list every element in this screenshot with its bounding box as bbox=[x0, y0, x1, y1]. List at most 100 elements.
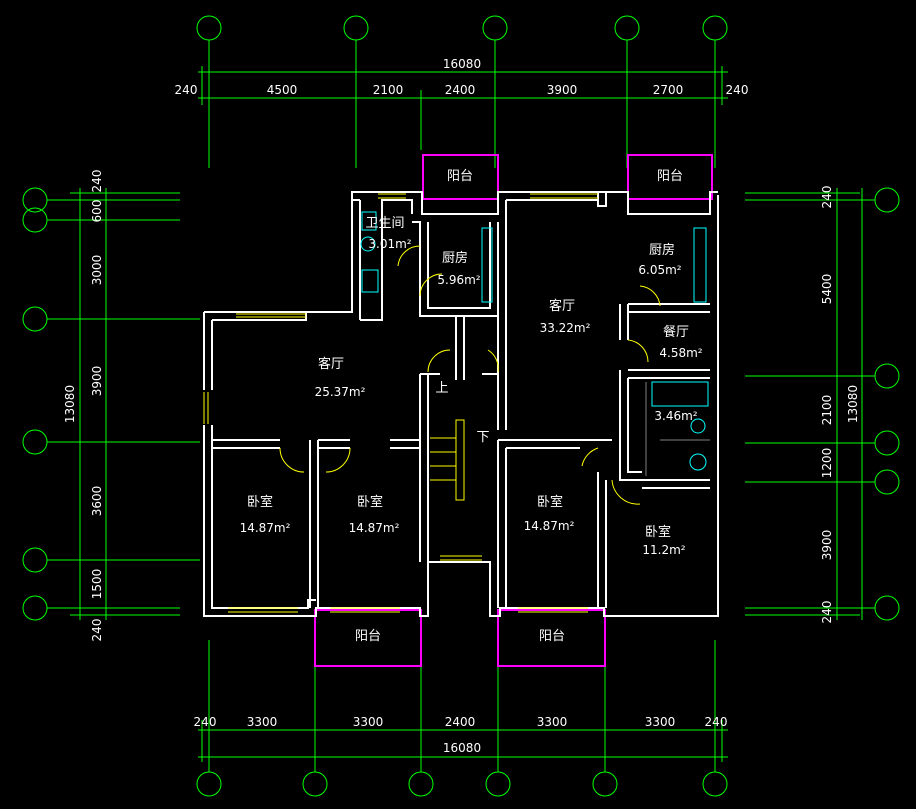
area-kitchen-left: 5.96m² bbox=[437, 273, 480, 287]
balcony-bottom-left bbox=[314, 609, 422, 667]
area-bedroom-2: 14.87m² bbox=[349, 521, 400, 535]
door-arc-bedroom-2 bbox=[325, 447, 351, 473]
dim-left-4: 3900 bbox=[90, 366, 104, 397]
dim-bottom-1: 240 bbox=[194, 715, 217, 729]
label-balcony-top-right: 阳台 bbox=[657, 169, 683, 184]
axis-bubble-left-6 bbox=[22, 595, 48, 621]
axis-bubble-left-4 bbox=[22, 429, 48, 455]
label-bedroom-3: 卧室 bbox=[537, 494, 563, 510]
area-bedroom-3: 14.87m² bbox=[524, 519, 575, 533]
dim-bottom-total: 16080 bbox=[443, 741, 481, 755]
door-arc-kitchen-left bbox=[419, 273, 443, 297]
label-bedroom-4: 卧室 bbox=[645, 524, 671, 540]
area-bedroom-4: 11.2m² bbox=[642, 543, 685, 557]
label-bathroom-left: 卫生间 bbox=[365, 216, 404, 231]
balcony-bottom-right bbox=[497, 609, 606, 667]
room-labels: 阳台 阳台 卫生间 3.01m² 厨房 5.96m² 客厅 33.22m² 厨房… bbox=[240, 169, 703, 644]
axis-bubble-top-1 bbox=[196, 15, 222, 41]
dim-right-total: 13080 bbox=[846, 385, 860, 423]
axis-bubble-right-1 bbox=[874, 187, 900, 213]
toilet-left bbox=[360, 236, 376, 252]
dim-bottom-5: 3300 bbox=[537, 715, 568, 729]
door-arc-bedroom-3 bbox=[581, 447, 599, 467]
label-balcony-top-left: 阳台 bbox=[447, 169, 473, 184]
dimension-labels: 16080 240 4500 2100 2400 3900 2700 240 2… bbox=[63, 57, 860, 755]
balcony-top-left bbox=[422, 154, 499, 200]
dim-bottom-4: 2400 bbox=[445, 715, 476, 729]
basin-right bbox=[689, 453, 707, 471]
door-arc-bedroom-4 bbox=[611, 479, 641, 505]
fixtures bbox=[360, 211, 710, 476]
toilet-right bbox=[690, 418, 706, 434]
dim-bottom-2: 3300 bbox=[247, 715, 278, 729]
label-bedroom-2: 卧室 bbox=[357, 494, 383, 510]
axis-bubble-bottom-2 bbox=[302, 771, 328, 797]
dim-left-3: 3000 bbox=[90, 255, 104, 286]
area-bedroom-1: 14.87m² bbox=[240, 521, 291, 535]
dim-left-6: 1500 bbox=[90, 569, 104, 600]
door-arc-bedroom-1 bbox=[279, 447, 305, 473]
axis-bubble-right-3 bbox=[874, 430, 900, 456]
dim-right-5: 3900 bbox=[820, 530, 834, 561]
dim-right-6: 240 bbox=[820, 601, 834, 624]
axis-bubble-right-2 bbox=[874, 363, 900, 389]
axis-bubble-top-4 bbox=[614, 15, 640, 41]
dim-top-6: 2700 bbox=[653, 83, 684, 97]
door-arc-dining bbox=[627, 339, 649, 363]
axis-bubble-bottom-5 bbox=[592, 771, 618, 797]
axis-bubble-bottom-6 bbox=[702, 771, 728, 797]
area-kitchen-right: 6.05m² bbox=[638, 263, 681, 277]
axis-bubble-left-5 bbox=[22, 547, 48, 573]
door-arc-kitchen-right bbox=[639, 285, 661, 307]
axis-bubble-right-4 bbox=[874, 469, 900, 495]
dim-right-1: 240 bbox=[820, 186, 834, 209]
axis-bubble-bottom-1 bbox=[196, 771, 222, 797]
label-balcony-bottom-left: 阳台 bbox=[355, 629, 381, 644]
axis-bubble-top-5 bbox=[702, 15, 728, 41]
walls bbox=[203, 191, 719, 617]
stair-handrail bbox=[455, 419, 465, 501]
bathtub-left bbox=[361, 211, 377, 231]
dim-top-2: 4500 bbox=[267, 83, 298, 97]
dim-right-2: 5400 bbox=[820, 274, 834, 305]
balconies bbox=[314, 154, 713, 667]
dim-bottom-7: 240 bbox=[705, 715, 728, 729]
dim-top-total: 16080 bbox=[443, 57, 481, 71]
dim-left-2: 600 bbox=[90, 200, 104, 223]
label-kitchen-left: 厨房 bbox=[442, 250, 468, 266]
area-living-center: 33.22m² bbox=[540, 321, 591, 335]
door-arc-entry-left bbox=[427, 349, 451, 373]
dim-top-3: 2100 bbox=[373, 83, 404, 97]
area-bathroom-left: 3.01m² bbox=[368, 237, 411, 251]
dim-left-7: 240 bbox=[90, 619, 104, 642]
label-dining-right: 餐厅 bbox=[663, 324, 689, 340]
kitchen-counter-left bbox=[481, 227, 493, 303]
dim-left-5: 3600 bbox=[90, 486, 104, 517]
balcony-top-right bbox=[627, 154, 713, 200]
dim-right-3: 2100 bbox=[820, 395, 834, 426]
dim-top-7: 240 bbox=[726, 83, 749, 97]
door-arc-bath-left bbox=[397, 245, 421, 267]
dim-top-1: 240 bbox=[175, 83, 198, 97]
dim-left-1: 240 bbox=[90, 170, 104, 193]
label-balcony-bottom-right: 阳台 bbox=[539, 629, 565, 644]
dim-right-4: 1200 bbox=[820, 448, 834, 479]
axis-bubble-top-2 bbox=[343, 15, 369, 41]
dim-bottom-3: 3300 bbox=[353, 715, 384, 729]
axis-bubble-top-3 bbox=[482, 15, 508, 41]
axis-bubble-bottom-3 bbox=[408, 771, 434, 797]
axis-bubble-bottom-4 bbox=[485, 771, 511, 797]
area-living-left: 25.37m² bbox=[315, 385, 366, 399]
dim-left-total: 13080 bbox=[63, 385, 77, 423]
label-stair-down: 下 bbox=[476, 430, 489, 445]
windows bbox=[203, 193, 661, 613]
dim-top-5: 3900 bbox=[547, 83, 578, 97]
label-stair-up: 上 bbox=[435, 381, 448, 396]
axis-bubble-right-5 bbox=[874, 595, 900, 621]
sink-left bbox=[361, 269, 379, 293]
bathtub-right bbox=[651, 381, 709, 407]
axis-bubble-left-3 bbox=[22, 306, 48, 332]
label-bedroom-1: 卧室 bbox=[247, 494, 273, 510]
kitchen-counter-right bbox=[693, 227, 707, 303]
